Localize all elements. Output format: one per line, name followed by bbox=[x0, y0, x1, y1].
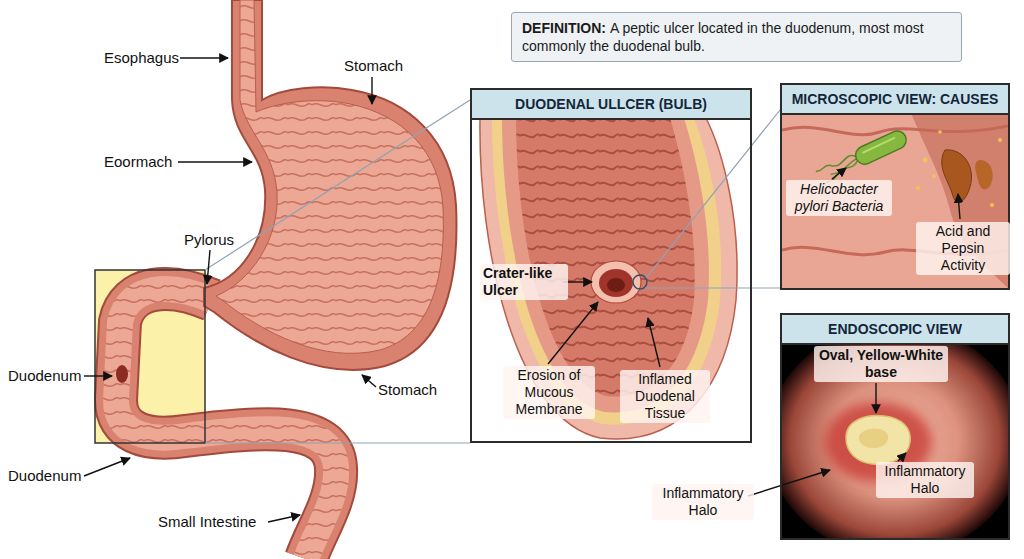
leader-arrow bbox=[268, 515, 300, 522]
leader-arrow bbox=[84, 375, 112, 376]
callout-label: Acid and Pepsin Activity bbox=[916, 222, 1010, 275]
zoom-line bbox=[205, 100, 470, 270]
acid-drop bbox=[942, 150, 972, 203]
illustration-part bbox=[990, 203, 994, 207]
acid-dots bbox=[916, 130, 1002, 207]
anatomy-label: Duodenum bbox=[8, 367, 88, 384]
leader-arrow bbox=[748, 470, 830, 496]
leader-arrow bbox=[207, 250, 210, 284]
ulcer-base bbox=[607, 278, 625, 292]
duodenal-cross-section bbox=[472, 90, 750, 441]
illustration-part bbox=[829, 159, 858, 176]
leader-arrow bbox=[648, 318, 660, 367]
leader-arrow bbox=[832, 168, 846, 179]
zoom-lines bbox=[645, 110, 780, 288]
leader-arrow bbox=[362, 375, 376, 387]
highlight-frame bbox=[95, 270, 205, 443]
leader-arrow bbox=[548, 302, 598, 364]
panel-title: ENDOSCOPIC VIEW bbox=[782, 315, 1008, 345]
callout-label: Helicobacter pylori Bacteria bbox=[786, 180, 892, 216]
illustration-part bbox=[862, 138, 895, 153]
callout-label: Inflammatory Halo bbox=[652, 484, 754, 520]
scope-view bbox=[782, 324, 1008, 538]
leader-arrow bbox=[958, 194, 960, 219]
leader-arrows bbox=[84, 58, 960, 522]
anatomy-label: Esophagus bbox=[104, 49, 194, 66]
anatomy-label: Pylorus bbox=[184, 231, 246, 248]
illustration-part bbox=[932, 174, 936, 178]
stomach-wall bbox=[204, 0, 456, 370]
ulcer-base bbox=[846, 416, 910, 465]
illustration-part bbox=[998, 138, 1002, 142]
endoscopic-scene bbox=[782, 315, 1008, 538]
leader-arrow bbox=[180, 57, 228, 58]
ulcer-slough bbox=[859, 428, 888, 448]
illustration-part bbox=[938, 130, 942, 134]
panel-title: DUODENAL ULLCER (BULB) bbox=[472, 90, 750, 120]
bacterium bbox=[815, 128, 910, 186]
panel-ground bbox=[472, 90, 750, 441]
definition-box: DEFINITION:A peptic ulcer located in the… bbox=[511, 12, 962, 62]
leader-arrow bbox=[898, 453, 906, 461]
stomach bbox=[204, 0, 456, 370]
illustration-part bbox=[853, 128, 910, 167]
anatomy-label: Duodenum bbox=[8, 467, 88, 484]
illustration-part bbox=[923, 158, 927, 162]
panel-title: MICROSCOPIC VIEW: CAUSES bbox=[782, 85, 1008, 115]
stomach-lumen bbox=[216, 0, 443, 353]
anatomy-label: Small Intestine bbox=[158, 513, 268, 530]
serosa-layer bbox=[480, 118, 737, 439]
callout-label: Erosion of Mucous Membrane bbox=[503, 366, 595, 419]
zoom-line bbox=[645, 287, 780, 288]
zoom-line bbox=[646, 110, 780, 278]
acid-drop bbox=[975, 160, 993, 189]
ulcer-spot bbox=[116, 365, 128, 383]
zoom-line bbox=[205, 442, 470, 443]
leader-arrow bbox=[178, 161, 252, 162]
zoom-lines bbox=[205, 100, 470, 443]
callout-label: Inflamed Duodenal Tissue bbox=[620, 370, 710, 423]
leader-arrow bbox=[84, 458, 130, 476]
anatomy-label: Stomach bbox=[344, 57, 424, 74]
callout-label: Oval, Yellow-White base bbox=[814, 346, 948, 382]
definition-heading: DEFINITION: bbox=[522, 20, 606, 36]
ulcer-crater bbox=[599, 269, 633, 297]
illustration-part bbox=[916, 186, 920, 190]
anatomy-label: Stomach bbox=[378, 381, 458, 398]
leader-arrow bbox=[371, 77, 372, 104]
anatomy-label: Eoormach bbox=[104, 153, 184, 170]
zoom-circle bbox=[633, 275, 647, 289]
callout-label: Crater-like Ulcer bbox=[480, 264, 568, 300]
callout-label: Inflammatory Halo bbox=[876, 462, 974, 498]
leader-arrow bbox=[875, 383, 876, 413]
lumen bbox=[516, 118, 695, 397]
